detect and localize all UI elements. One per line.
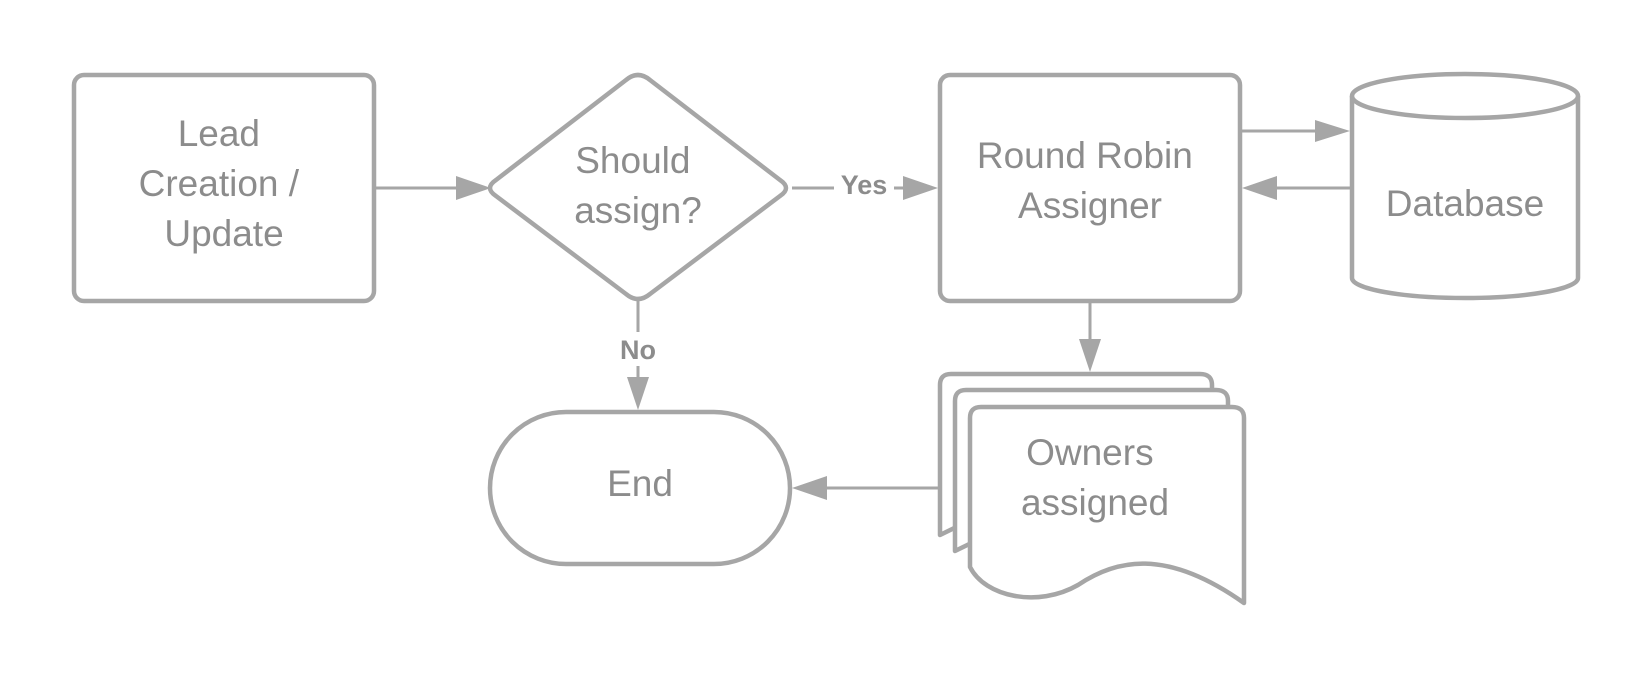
node-database-label: Database (1386, 183, 1544, 224)
node-lead-creation-line-3: Update (164, 213, 283, 254)
node-lead-creation[interactable]: Lead Creation / Update (71, 72, 377, 304)
node-database-top (1349, 71, 1581, 121)
edge-assigner-to-owners-arrowhead (1079, 339, 1101, 372)
edge-yes-label: Yes (841, 170, 888, 200)
node-should-assign-shape (487, 72, 789, 302)
edge-no-label-background (612, 332, 664, 366)
node-should-assign-label: Should assign? (574, 140, 702, 231)
edge-yes[interactable]: Yes (792, 168, 938, 202)
node-owners-assigned-label: Owners assigned (1021, 432, 1169, 523)
edge-no[interactable]: No (612, 300, 664, 410)
node-end-shape (487, 409, 793, 567)
node-database-body (1349, 96, 1581, 301)
edge-lead-to-decision[interactable] (376, 176, 491, 200)
edge-database-to-assigner-arrowhead (1242, 176, 1277, 200)
node-round-robin-line-2: Assigner (1018, 185, 1162, 226)
node-lead-creation-line-1: Lead (178, 113, 260, 154)
node-round-robin-label: Round Robin Assigner (977, 135, 1203, 226)
edge-owners-to-end[interactable] (792, 476, 938, 500)
node-end-label: End (607, 463, 673, 504)
node-end-line-1: End (607, 463, 673, 504)
node-round-robin[interactable]: Round Robin Assigner (937, 72, 1243, 304)
node-lead-creation-line-2: Creation / (139, 163, 300, 204)
node-should-assign-line-2: assign? (574, 190, 702, 231)
node-should-assign-line-1: Should (575, 140, 690, 181)
node-round-robin-shape (937, 72, 1243, 304)
edge-assigner-to-database-arrowhead (1315, 120, 1350, 142)
node-lead-creation-label: Lead Creation / Update (139, 113, 310, 254)
edge-yes-arrowhead (903, 176, 938, 200)
node-owners-assigned[interactable]: Owners assigned (937, 371, 1247, 606)
edge-owners-to-end-arrowhead (792, 476, 827, 500)
edge-assigner-to-owners[interactable] (1079, 303, 1101, 372)
edge-lead-to-decision-arrowhead (456, 176, 491, 200)
node-owners-assigned-page-front (967, 404, 1247, 606)
node-owners-assigned-line-1: Owners (1026, 432, 1153, 473)
edge-no-arrowhead (627, 377, 649, 410)
node-database-line-1: Database (1386, 183, 1544, 224)
node-end[interactable]: End (487, 409, 793, 567)
edge-no-label: No (620, 335, 656, 365)
node-should-assign[interactable]: Should assign? (487, 72, 789, 302)
edge-database-to-assigner[interactable] (1242, 176, 1350, 200)
node-lead-creation-shape (71, 72, 377, 304)
edge-assigner-to-database[interactable] (1242, 120, 1350, 142)
node-database[interactable]: Database (1349, 71, 1581, 301)
edge-yes-label-background (834, 168, 894, 202)
node-owners-assigned-line-2: assigned (1021, 482, 1169, 523)
node-round-robin-line-1: Round Robin (977, 135, 1193, 176)
